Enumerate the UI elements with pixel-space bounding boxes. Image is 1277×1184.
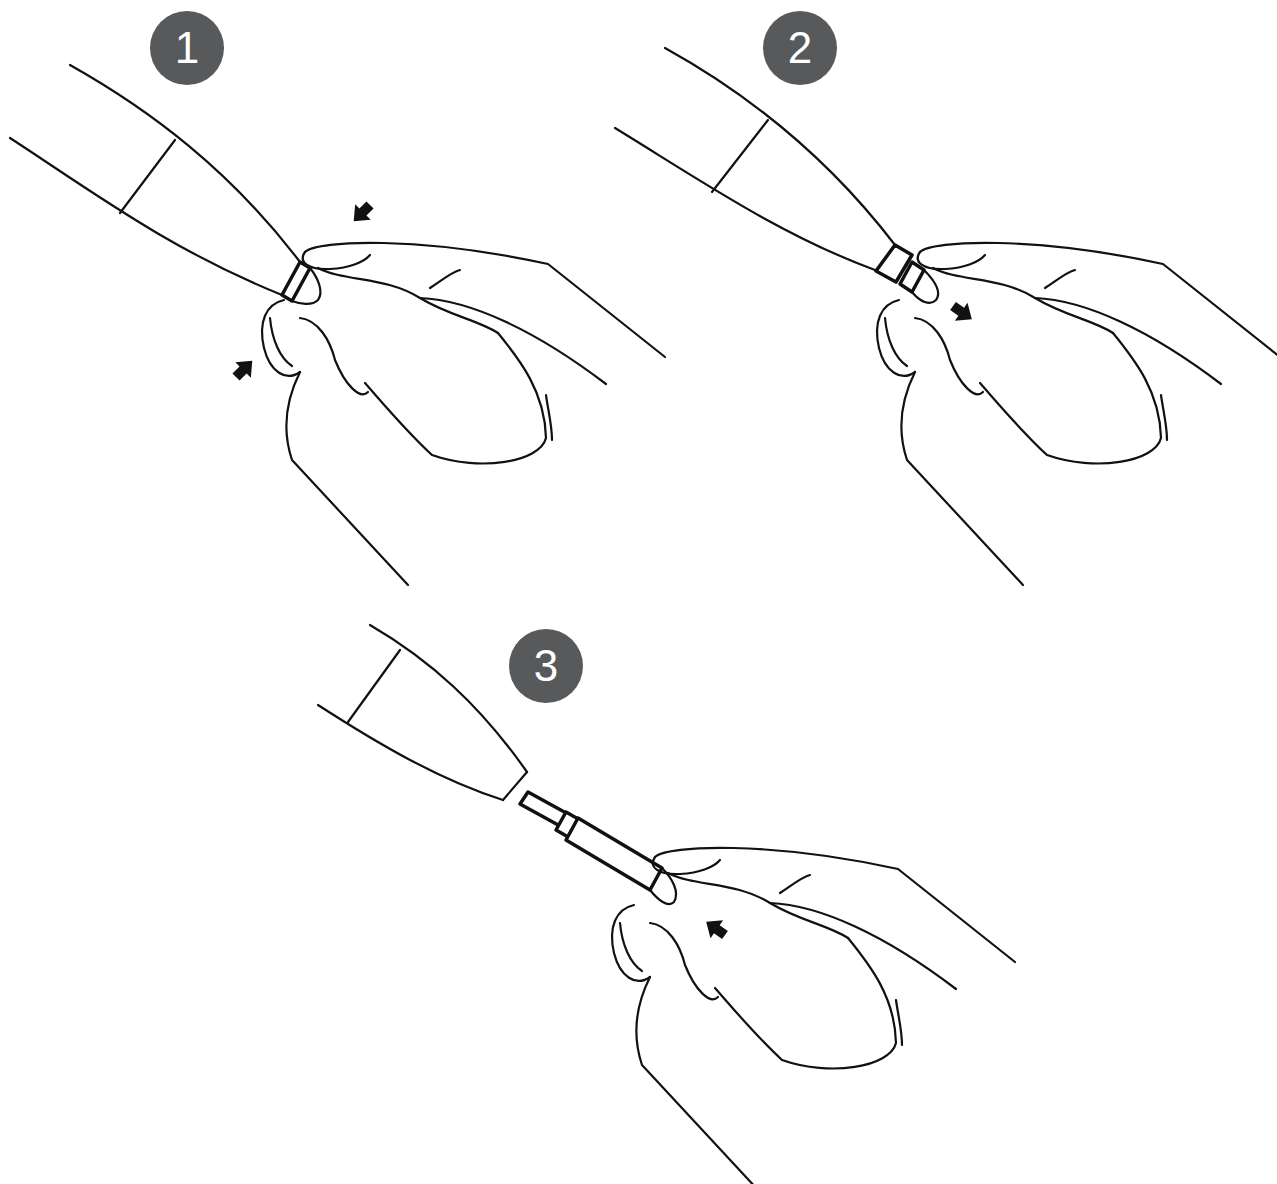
panel-three [318, 625, 1015, 1184]
panel-one [10, 65, 665, 585]
step-number-circle: 1 [150, 11, 224, 85]
panel-two [615, 48, 1277, 585]
step-number-circle: 3 [509, 629, 583, 703]
step-number: 2 [788, 26, 812, 70]
step-number: 1 [175, 26, 199, 70]
step-number-circle: 2 [763, 11, 837, 85]
step-number: 3 [534, 644, 558, 688]
